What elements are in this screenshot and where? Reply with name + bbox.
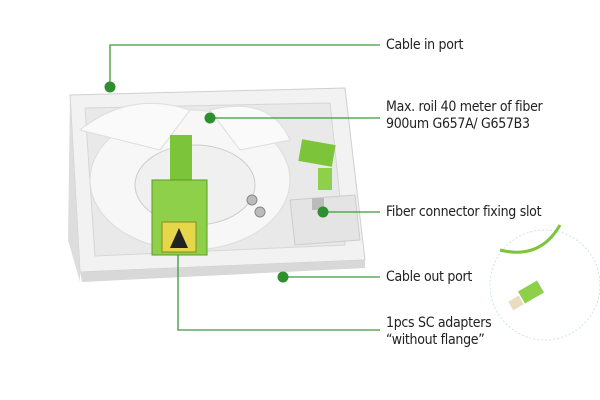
callout-text: Fiber connector fixing slot [386,204,542,220]
callout-fiber-roil: Max. roil 40 meter of fiber 900um G657A/… [386,99,543,133]
callout-text: Max. roil 40 meter of fiber [386,99,543,115]
sc-adapter-illustration [151,135,208,256]
callout-connector-slot: Fiber connector fixing slot [386,204,542,221]
callout-text: Cable in port [386,37,464,53]
screws [246,194,266,218]
callout-text: 1pcs SC adapters [386,315,492,331]
callout-cable-in-port: Cable in port [386,37,463,54]
callout-lines [109,44,380,331]
callout-cable-out-port: Cable out port [386,269,472,286]
callout-sc-adapter: 1pcs SC adapters “without flange” [386,315,492,349]
callout-text: “without flange” [386,332,485,348]
callout-text: Cable out port [386,269,473,285]
termination-box [68,87,366,282]
callout-dots [104,81,329,283]
callout-text: 900um G657A/ G657B3 [386,116,530,132]
connector-inset [489,224,600,341]
fiber-connector-illustration [298,139,336,190]
